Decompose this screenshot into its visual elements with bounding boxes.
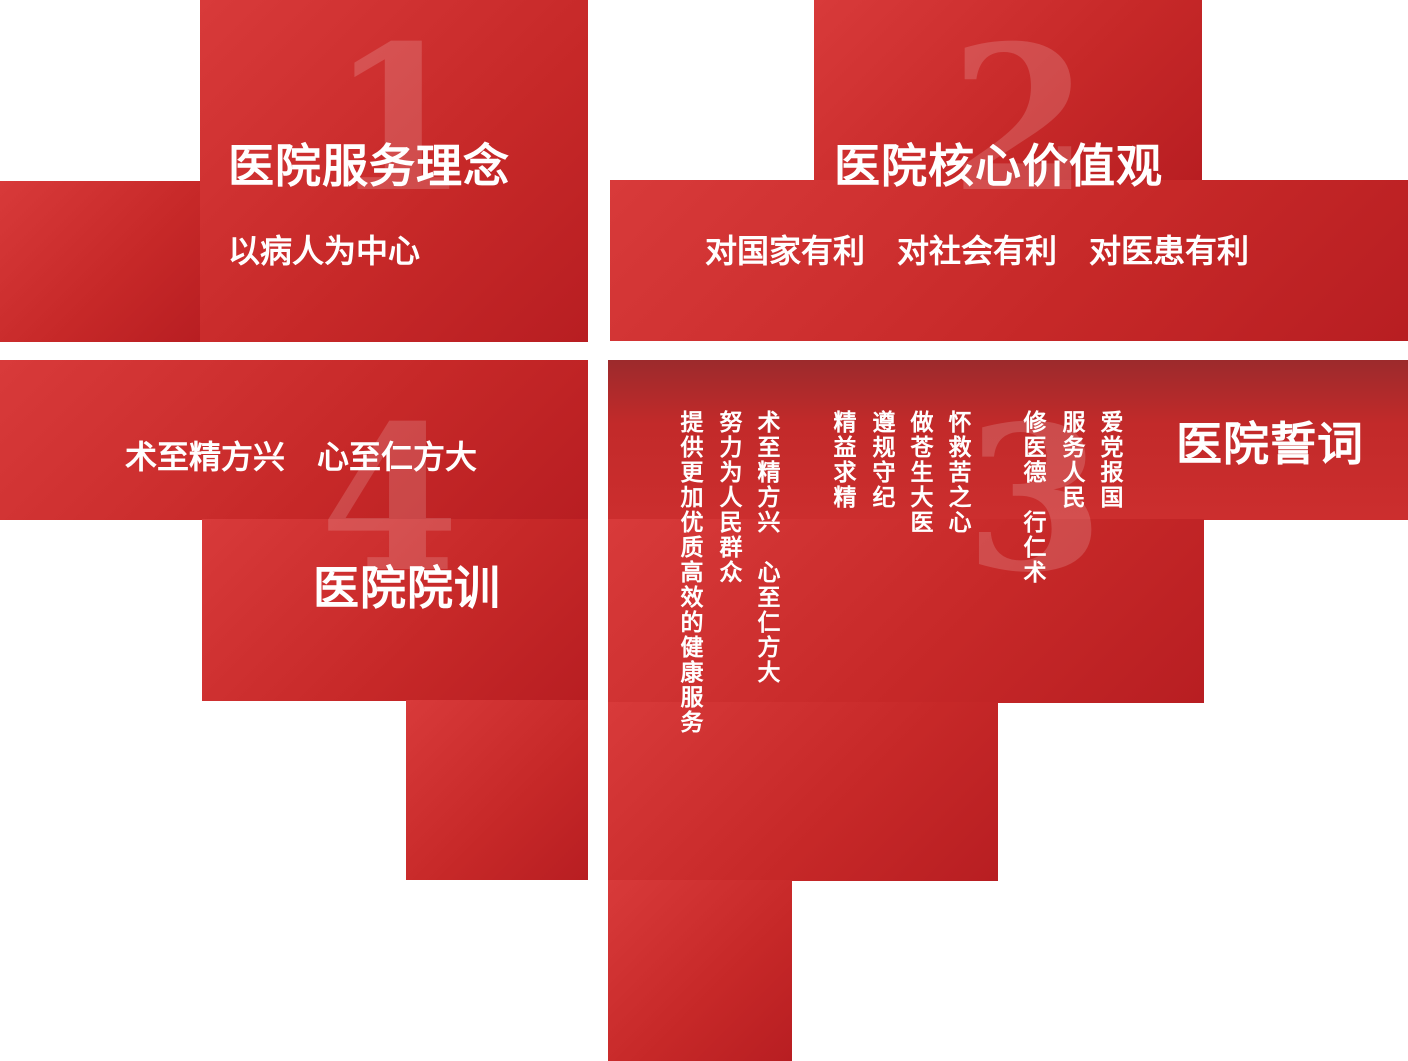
- panel-title: 医院服务理念: [228, 139, 510, 193]
- panel-number: 4: [320, 382, 460, 617]
- panel-bg: [610, 180, 1408, 341]
- oath-line: 做苍生大医: [906, 410, 933, 535]
- panel-text: 术至精方兴 心至仁方大: [125, 438, 478, 476]
- oath-line: 术至精方兴 心至仁方大: [753, 410, 780, 685]
- oath-line: 努力为人民群众: [715, 410, 742, 585]
- oath-line: 怀救苦之心: [944, 410, 971, 535]
- oath-line: 遵规守纪: [868, 410, 895, 510]
- oath-line: 服务人民: [1058, 410, 1085, 510]
- panel-bg: [608, 360, 1408, 520]
- panel-text: 对国家有利 对社会有利 对医患有利: [705, 232, 1250, 270]
- oath-line: 提供更加优质高效的健康服务: [676, 410, 703, 735]
- panel-bg: [0, 181, 200, 342]
- panel-title: 医院院训: [313, 561, 501, 615]
- panel-bg: [202, 519, 588, 701]
- panel-number: 1: [330, 2, 470, 237]
- panel-bg: [814, 0, 1202, 181]
- oath-line: 爱党报国: [1096, 410, 1123, 510]
- panel-bg: [608, 519, 1204, 703]
- panel-bg: [608, 880, 792, 1061]
- panel-number: 2: [950, 2, 1090, 237]
- panel-bg: [0, 360, 588, 520]
- panel-text: 以病人为中心: [228, 232, 421, 270]
- panel-title: 医院誓词: [1176, 417, 1364, 471]
- oath-line: 修医德 行仁术: [1019, 410, 1046, 585]
- panel-title: 医院核心价值观: [834, 139, 1163, 193]
- panel-number: 3: [965, 382, 1105, 617]
- panel-bg: [406, 700, 588, 880]
- panel-bg: [200, 0, 588, 342]
- oath-line: 精益求精: [829, 410, 856, 510]
- panel-bg: [608, 702, 998, 881]
